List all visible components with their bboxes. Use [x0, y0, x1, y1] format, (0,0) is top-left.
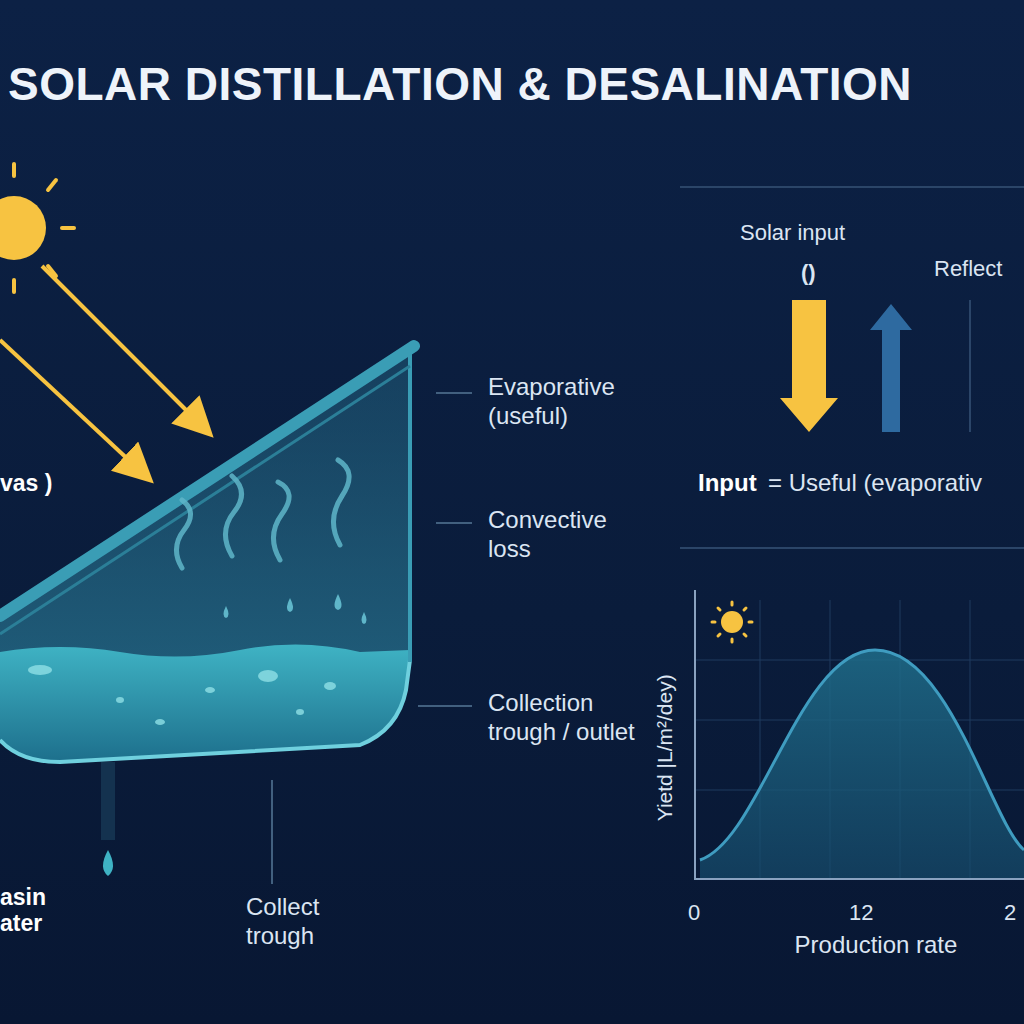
tick-label: 0	[688, 900, 700, 927]
water-drop	[103, 850, 113, 876]
solar-still	[0, 346, 414, 876]
tick-label: 2	[1004, 900, 1016, 927]
flow-label: Reflect	[934, 256, 1002, 283]
sun-icon	[712, 602, 752, 642]
part-label: Collect trough	[246, 892, 356, 951]
flow-label: Solar input	[740, 220, 845, 247]
reflect-arrow	[870, 304, 912, 432]
axis-title: Yietd |L/m²/dey)	[652, 643, 678, 853]
sun	[0, 164, 74, 292]
flow-symbol: ()	[801, 260, 816, 287]
part-label: asin ater	[0, 884, 60, 937]
input-arrow	[780, 300, 838, 432]
part-label: vas )	[0, 470, 60, 496]
leader-lines	[272, 393, 472, 884]
part-label: Collection trough / outlet	[488, 688, 638, 747]
title: SOLAR DISTILLATION & DESALINATION	[8, 56, 912, 112]
yield-chart	[694, 590, 1024, 880]
tick-label: 12	[849, 900, 873, 927]
panel-lines	[680, 187, 1024, 548]
part-label: Evaporative (useful)	[488, 372, 658, 431]
sun-rays	[0, 266, 208, 478]
equation-term: Input	[698, 468, 757, 497]
equation-text: = Useful (evaporativ	[768, 468, 982, 497]
axis-title: Production rate	[776, 930, 976, 959]
part-label: Convective loss	[488, 505, 648, 564]
